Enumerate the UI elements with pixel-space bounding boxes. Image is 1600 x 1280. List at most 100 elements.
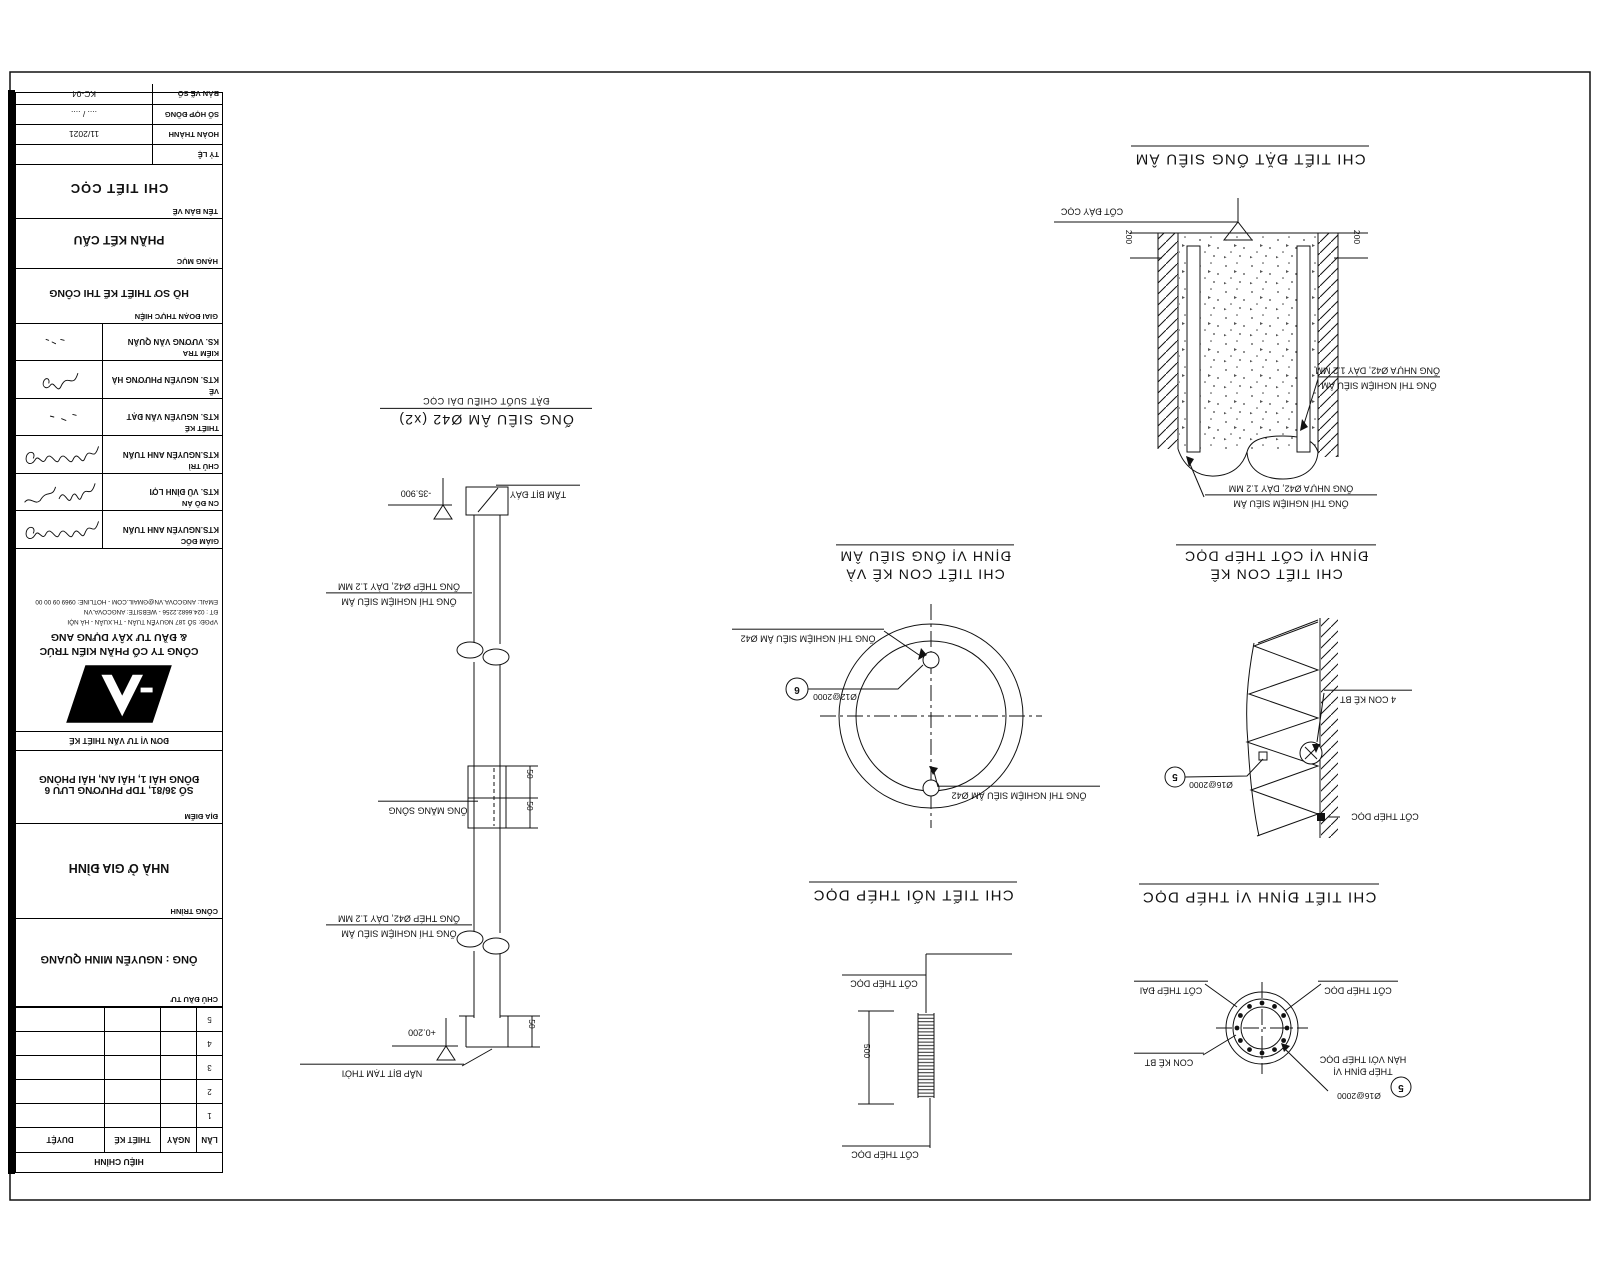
leader-rule — [326, 592, 472, 594]
category-box: HẠNG MỤC PHẦN KẾT CẤU — [16, 218, 222, 268]
sheet-number-row: BẢN VẼ SỐ KC-04 — [16, 84, 222, 104]
signature-scribble — [16, 399, 102, 436]
label-positioning-bar: THÉP ĐỊNH VỊ HÀN VỚI THÉP DỌC — [1319, 1054, 1407, 1077]
label-stirrup: CỐT THÉP ĐAI — [1134, 981, 1208, 996]
location-label: ĐỊA ĐIỂM — [184, 812, 218, 821]
category-label: HẠNG MỤC — [176, 257, 218, 266]
project-name: NHÀ Ở GIA ĐÌNH — [68, 861, 170, 875]
detail-title-splice: CHI TIẾT NỐI THÉP DỌC — [806, 882, 1020, 905]
project-label: CÔNG TRÌNH — [170, 907, 219, 916]
label-bar-top: CỐT THÉP DỌC — [850, 978, 918, 989]
label-coupler: ỐNG MĂNG SÔNG — [378, 801, 478, 816]
design-unit-strip: ĐƠN VỊ TƯ VẤN THIẾT KẾ — [16, 731, 222, 750]
label-sonic-pipe-bottom: ỐNG THÍ NGHIỆM SIÊU ÂM ỐNG NHỰA Ø42, DÀY… — [1205, 482, 1377, 508]
callout-bar-16: Ø16@2000 — [1189, 780, 1233, 791]
dim-50-c: 50 — [527, 1019, 537, 1029]
revision-footer: HIỆU CHỈNH — [16, 1152, 222, 1172]
dim-50-a: 50 — [525, 769, 535, 779]
signature-scribble — [16, 437, 102, 474]
label-main-bar: CỐT THÉP DỌC — [1318, 981, 1398, 996]
label-steel-pipe-2: ỐNG THÍ NGHIỆM SIÊU ÂM ỐNG THÉP Ø42, DÀY… — [326, 912, 472, 938]
balloon-5b: 5 — [1398, 1082, 1404, 1093]
label-concrete-spacer: CON KÊ BT — [1134, 1053, 1204, 1068]
revision-row: 5 — [16, 1007, 222, 1031]
level-value-bottom: -35.900 — [400, 488, 432, 499]
dim-500: 500 — [862, 1043, 872, 1059]
revision-header-row: LẦN NGÀY THIẾT KẾ DUYỆT — [16, 1127, 222, 1152]
location-box: ĐỊA ĐIỂM SỐ 36/81, TDP PHƯƠNG LƯU 6 ĐÔNG… — [16, 750, 222, 823]
revision-col-thietke: THIẾT KẾ — [104, 1128, 160, 1152]
leader-rule — [1205, 494, 1377, 496]
revision-col-duyet: DUYỆT — [46, 1135, 74, 1145]
callout-bar-16b: Ø16@2000 — [1337, 1091, 1381, 1102]
client-box: CHỦ ĐẦU TƯ ÔNG : NGUYỄN MINH QUANG — [16, 918, 222, 1006]
label-sonic-tube-bottom: ỐNG THÍ NGHIỆM SIÊU ÂM Ø42 — [938, 786, 1100, 801]
revision-row: 1 — [16, 1103, 222, 1127]
signature-scribble — [16, 323, 102, 361]
location-line1: SỐ 36/81, TDP PHƯƠNG LƯU 6 — [44, 784, 194, 795]
revision-col-ngay: NGÀY — [160, 1128, 196, 1152]
detail-title-spacer-sonic: CHI TIẾT CON KÊ VÀ ĐỊNH VỊ ỐNG SIÊU ÂM — [836, 544, 1014, 583]
client-label: CHỦ ĐẦU TƯ — [170, 995, 218, 1004]
label-bar-bottom: CỐT THÉP DỌC — [851, 1149, 919, 1160]
drawing-name-box: TÊN BẢN VẼ CHI TIẾT CỌC — [16, 164, 222, 218]
company-address: VPGĐ: SỐ 187 NGUYỄN TUÂN - TH.XUÂN - HÀ … — [67, 617, 218, 625]
company-phone: ĐT : 024.6682.2256 - WEBSITE: ANGCOVA.VN — [83, 607, 218, 615]
dim-200-right: 200 — [1352, 229, 1362, 245]
location-line2: ĐÔNG HẢI 1, HẢI AN, HẢI PHÒNG — [38, 773, 200, 784]
revision-table: LẦN NGÀY THIẾT KẾ DUYỆT 1 2 3 4 5 — [16, 1006, 222, 1152]
level-value-top: +0.200 — [408, 1027, 436, 1038]
company-name-line1: CÔNG TY CỔ PHẦN KIẾN TRÚC — [39, 645, 199, 657]
balloon-6: 6 — [794, 684, 800, 695]
drawing-name-label: TÊN BẢN VẼ — [172, 207, 218, 216]
revision-row: 4 — [16, 1031, 222, 1055]
detail-title-sonic-placement: CHI TIẾT ĐẶT ỐNG SIÊU ÂM — [1128, 146, 1372, 169]
label-sonic-tube-top: ỐNG THÍ NGHIỆM SIÊU ÂM Ø42 — [732, 629, 884, 644]
contract-row: SỐ HỢP ĐỒNG .... / .... — [16, 104, 222, 124]
design-unit-label: ĐƠN VỊ TƯ VẤN THIẾT KẾ — [69, 736, 169, 746]
sheet-info-table: TỶ LỆ HOÀN THÀNH 11/2021 SỐ HỢP ĐỒNG ...… — [16, 84, 222, 164]
scale-row: TỶ LỆ — [16, 144, 222, 164]
company-email: EMAIL: ANGCOVA.VN@GMAIL.COM - HOTLINE: 0… — [35, 598, 218, 606]
label-bottom-cap-plate: TẤM BỊT ĐÁY — [496, 485, 580, 500]
detail-title-spacer-rebar: CHI TIẾT CON KÊ ĐỊNH VỊ CỐT THÉP DỌC — [1176, 544, 1376, 583]
label-longitudinal-bar: CỐT THÉP DỌC — [1351, 811, 1419, 822]
project-box: CÔNG TRÌNH NHÀ Ở GIA ĐÌNH — [16, 823, 222, 918]
callout-bar-12: Ø12@2000 — [813, 692, 857, 703]
stage-box: GIAI ĐOẠN THỰC HIỆN HỒ SƠ THIẾT KẾ THI C… — [16, 268, 222, 323]
revision-footer-label: HIỆU CHỈNH — [94, 1157, 144, 1168]
dim-50-b: 50 — [525, 801, 535, 811]
revision-row: 3 — [16, 1055, 222, 1079]
signature-scribble — [16, 474, 102, 511]
stage-label: GIAI ĐOẠN THỰC HIỆN — [134, 312, 218, 321]
title-block: HIỆU CHỈNH LẦN NGÀY THIẾT KẾ DUYỆT 1 2 3… — [15, 84, 223, 1173]
label-4-spacers: 4 CON KÊ BT — [1324, 690, 1412, 705]
label-temp-cap: NẮP BỊT TẠM THỜI — [300, 1064, 464, 1079]
finish-date-row: HOÀN THÀNH 11/2021 — [16, 124, 222, 144]
signature-scribble — [16, 362, 102, 399]
title-block-edge — [8, 90, 15, 1174]
leader-rule — [326, 924, 472, 926]
label-steel-pipe-1: ỐNG THÍ NGHIỆM SIÊU ÂM ỐNG THÉP Ø42, DÀY… — [326, 580, 472, 606]
level-label-pile-toe: CỐT ĐÁY CỌC — [1060, 206, 1124, 217]
client-name: ÔNG : NGUYỄN MINH QUANG — [40, 953, 198, 966]
company-logo — [66, 665, 172, 723]
company-name-line2: & ĐẦU TƯ XÂY DỰNG ANG — [50, 630, 188, 643]
revision-row: 2 — [16, 1079, 222, 1103]
signature-scribble — [16, 512, 102, 549]
detail-title-sonic-tube: ỐNG SIÊU ÂM Ø42 (x2) ĐẶT SUỐT CHIỀU DÀI … — [380, 394, 592, 429]
detail-title-positioning: CHI TIẾT ĐỊNH VỊ THÉP DỌC — [1126, 884, 1392, 907]
label-sonic-pipe-right: ỐNG THÍ NGHIỆM SIÊU ÂM ỐNG NHỰA Ø42, DÀY… — [1315, 365, 1440, 391]
company-box: CÔNG TY CỔ PHẦN KIẾN TRÚC & ĐẦU TƯ XÂY D… — [16, 548, 222, 731]
dim-200-left: 200 — [1124, 229, 1134, 245]
leader-rule — [1318, 376, 1440, 378]
